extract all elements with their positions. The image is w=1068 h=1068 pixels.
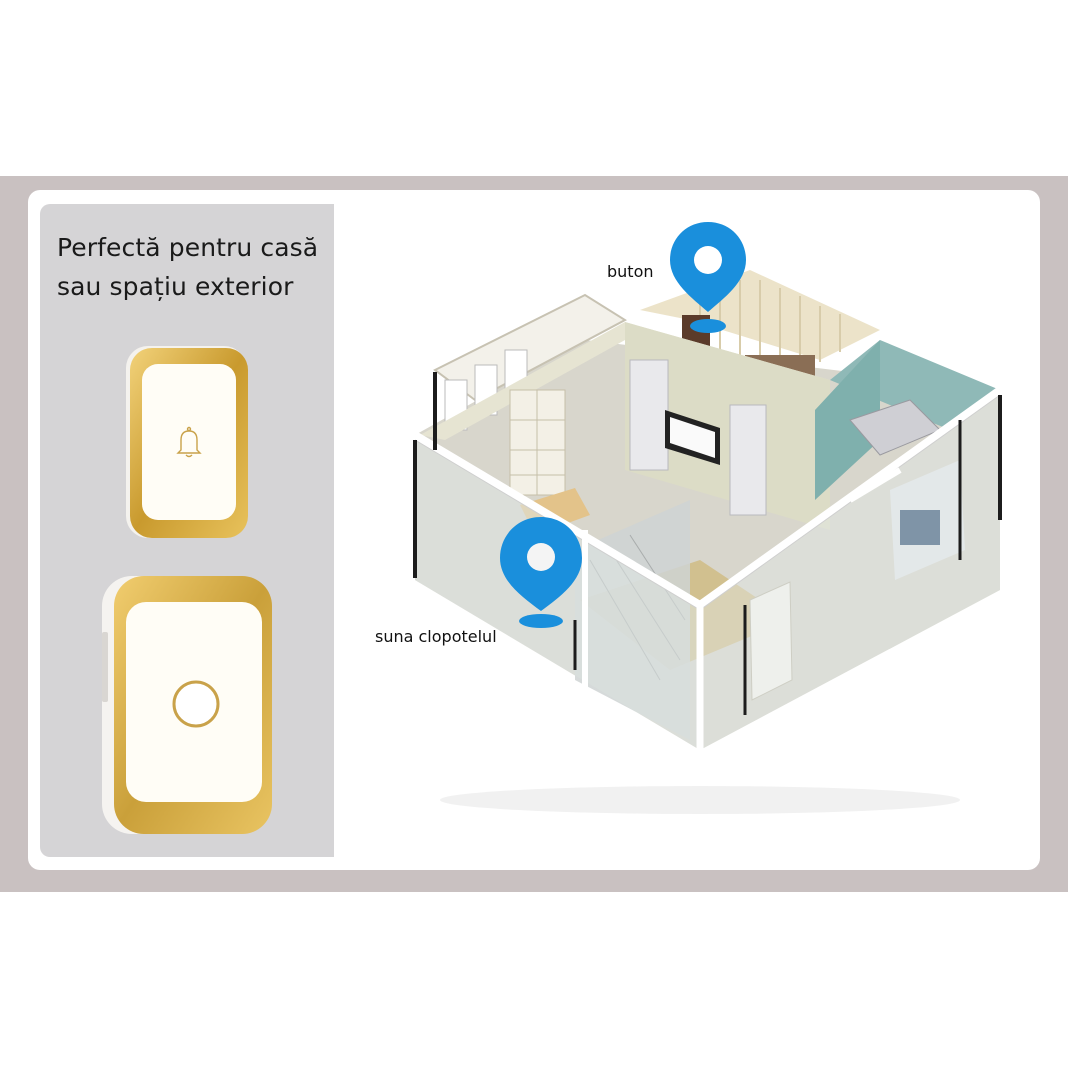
marker-label-suna-clopotelul: suna clopotelul [375, 627, 497, 646]
marker-label-buton: buton [607, 262, 654, 281]
location-pin-icon [498, 515, 584, 634]
receiver-chime-device [122, 342, 252, 546]
transmitter-button-device [100, 572, 275, 842]
ring-button-icon [172, 680, 220, 728]
bell-icon [176, 426, 202, 458]
headline: Perfectă pentru casă sau spațiu exterior [57, 228, 337, 306]
location-pin-icon [668, 220, 748, 339]
headline-line-1: Perfectă pentru casă [57, 233, 319, 262]
headline-line-2: sau spațiu exterior [57, 272, 294, 301]
floorplan-illustration [400, 260, 1020, 820]
